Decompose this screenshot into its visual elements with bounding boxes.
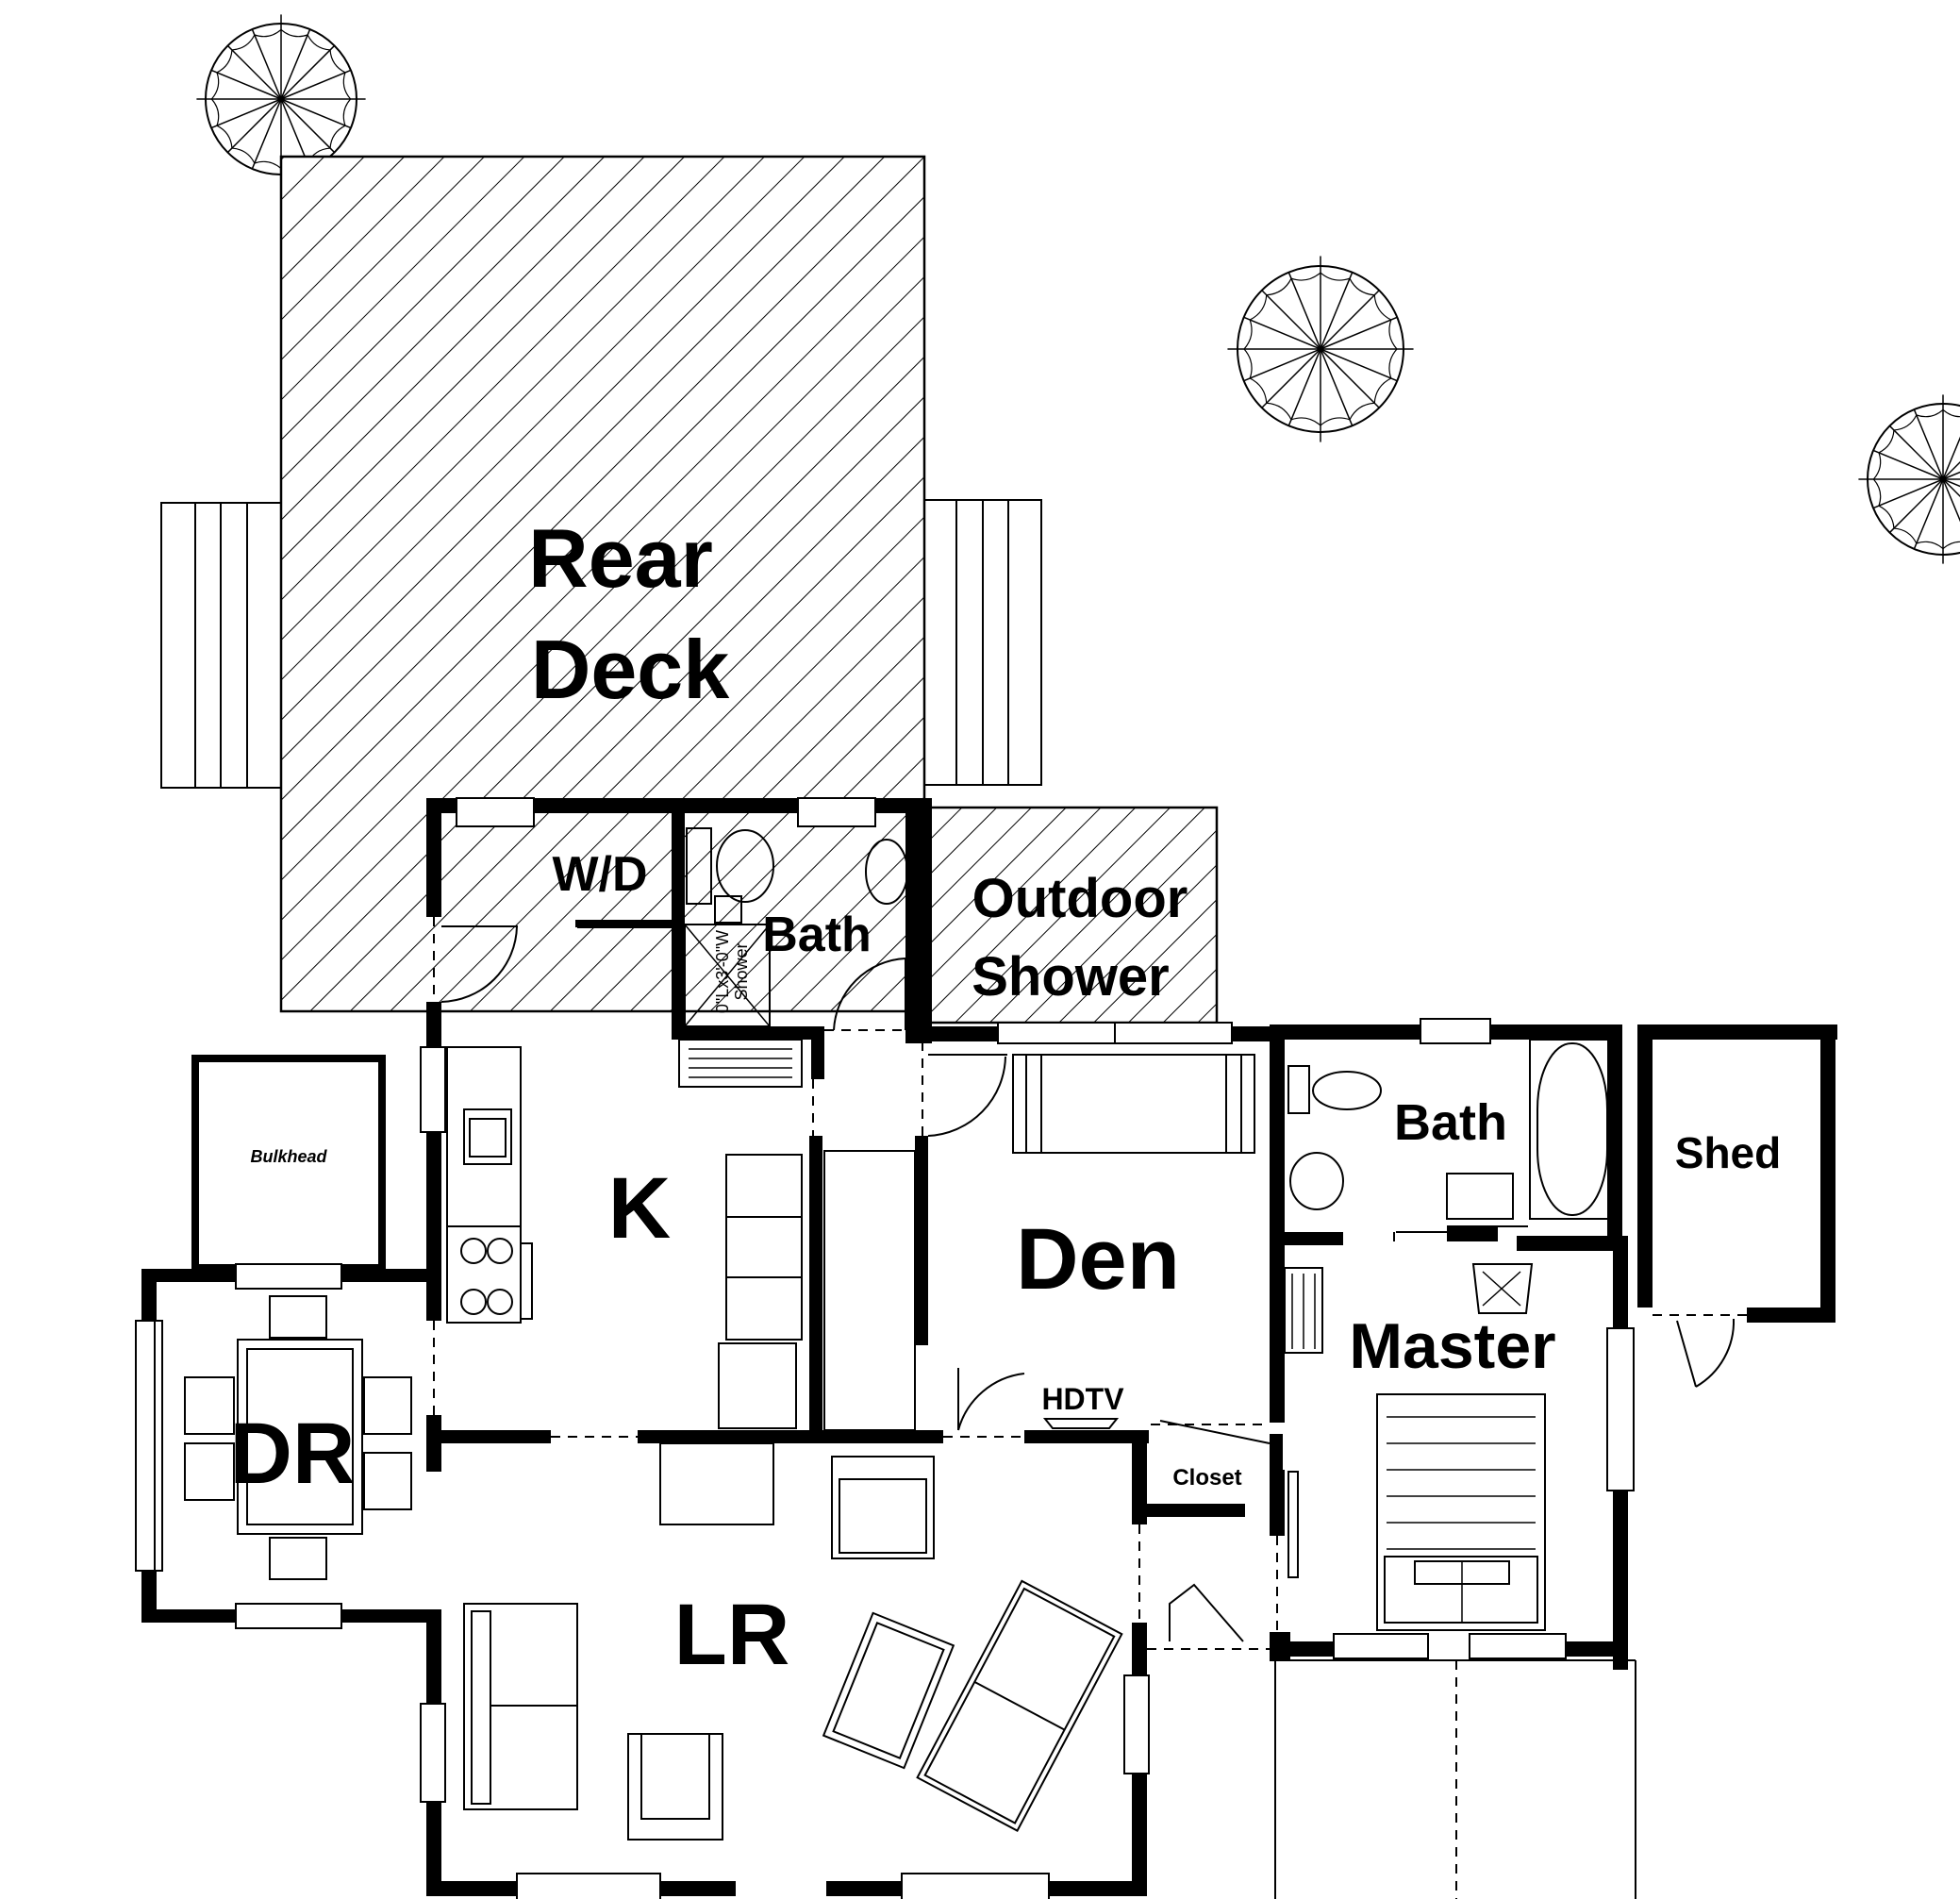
rear-deck	[160, 155, 1042, 1013]
room-label-master: Master	[1349, 1310, 1555, 1382]
room-label-bath-upper: Bath	[762, 908, 872, 962]
label-hdtv: HDTV	[1041, 1382, 1124, 1416]
room-label-bath-master: Bath	[1394, 1094, 1507, 1151]
room-label-kitchen: K	[608, 1160, 671, 1257]
svg-text:Shower: Shower	[732, 942, 751, 1000]
room-label-bulkhead: Bulkhead	[250, 1147, 327, 1166]
room-label-rear-deck: Rear	[528, 511, 713, 605]
room-label-outdoor-shower: Outdoor	[972, 868, 1188, 929]
windows	[135, 797, 1635, 1899]
shower-dimension-label: 0"Lx3'-0"W Shower	[713, 930, 751, 1013]
exterior-lines	[1270, 1659, 1636, 1899]
room-label-den: Den	[1016, 1211, 1180, 1308]
room-label-rear-deck: Deck	[531, 623, 730, 716]
room-label-outdoor-shower: Shower	[972, 946, 1170, 1008]
room-label-dining: DR	[230, 1406, 356, 1502]
walls	[141, 798, 1837, 1896]
room-label-living: LR	[674, 1587, 790, 1683]
outdoor-shower-area	[927, 806, 1219, 1024]
wd-divider	[577, 921, 672, 928]
tree-icon	[1858, 394, 1960, 564]
room-label-wd: W/D	[552, 847, 647, 902]
room-label-closet: Closet	[1172, 1465, 1241, 1491]
doors	[433, 917, 1747, 1650]
fixtures	[184, 827, 1614, 1841]
tree-icon	[1227, 256, 1414, 442]
room-label-shed: Shed	[1675, 1128, 1781, 1177]
svg-text:0"Lx3'-0"W: 0"Lx3'-0"W	[713, 930, 732, 1013]
